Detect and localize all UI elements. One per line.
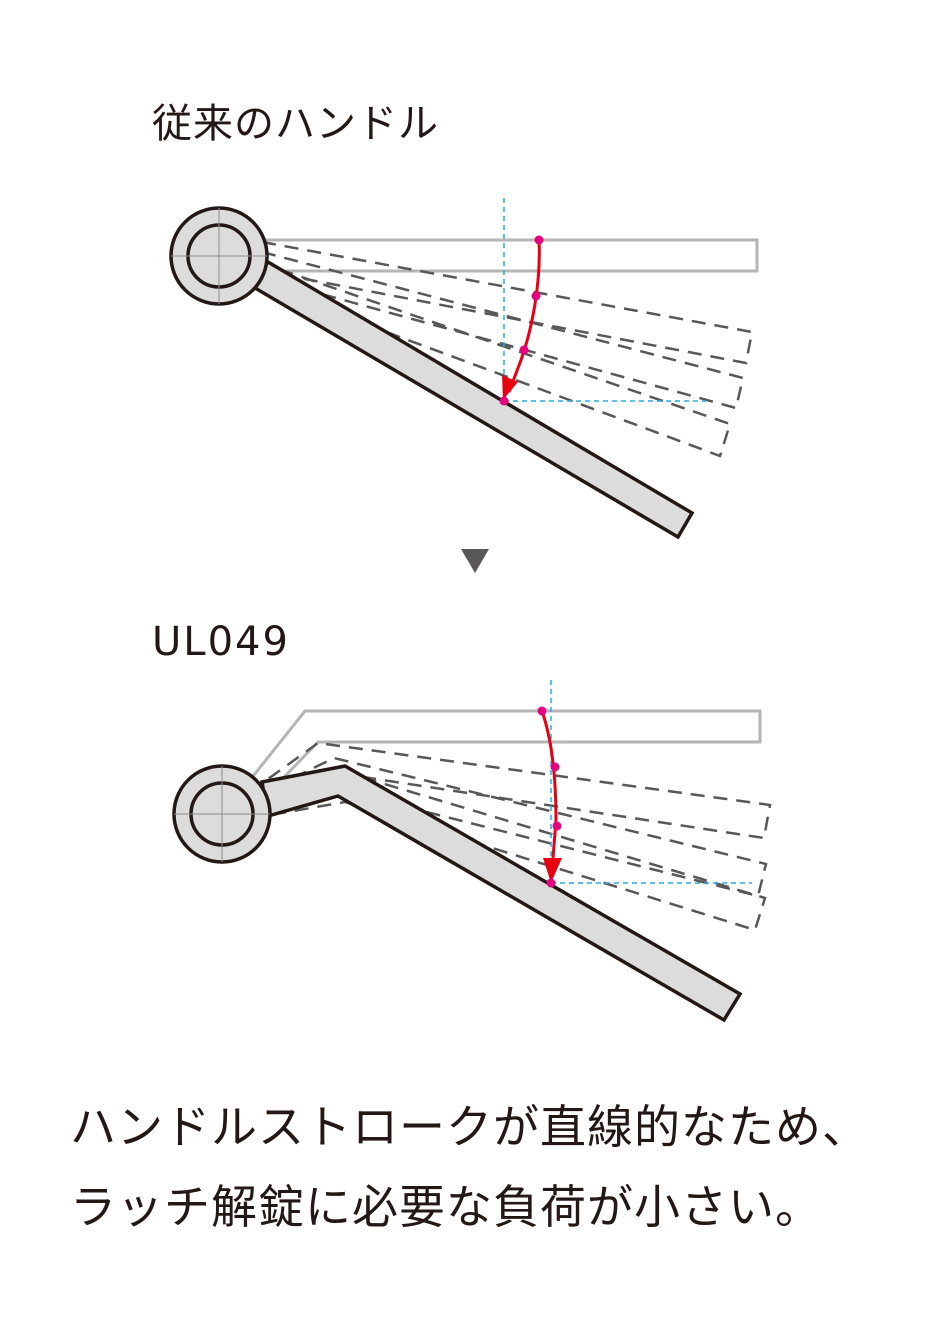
stroke-path-points [499, 235, 544, 406]
conventional-handle-title: 従来のハンドル [152, 101, 439, 147]
stroke-path-points [537, 706, 562, 888]
ul049-handle-title: UL049 [152, 619, 290, 665]
handle-hub [172, 764, 272, 864]
conventional-handle-diagram [169, 198, 759, 540]
guide-lines [503, 198, 706, 402]
caption-line-1: ハンドルストロークが直線的なため、 [70, 1100, 869, 1154]
arrowhead-icon [502, 375, 518, 400]
guide-lines [550, 680, 752, 884]
arrowhead-icon [543, 858, 562, 883]
handle-stroke-path [507, 239, 541, 393]
ul049-handle-diagram [172, 680, 772, 1023]
caption-line-2: ラッチ解錠に必要な負荷が小さい。 [70, 1180, 822, 1234]
handle-final-position [259, 764, 743, 1023]
triangle-down-icon [461, 549, 489, 573]
handle-hub [169, 206, 269, 306]
handle-stroke-path [540, 710, 558, 859]
handle-position-dashed-2 [254, 250, 745, 410]
